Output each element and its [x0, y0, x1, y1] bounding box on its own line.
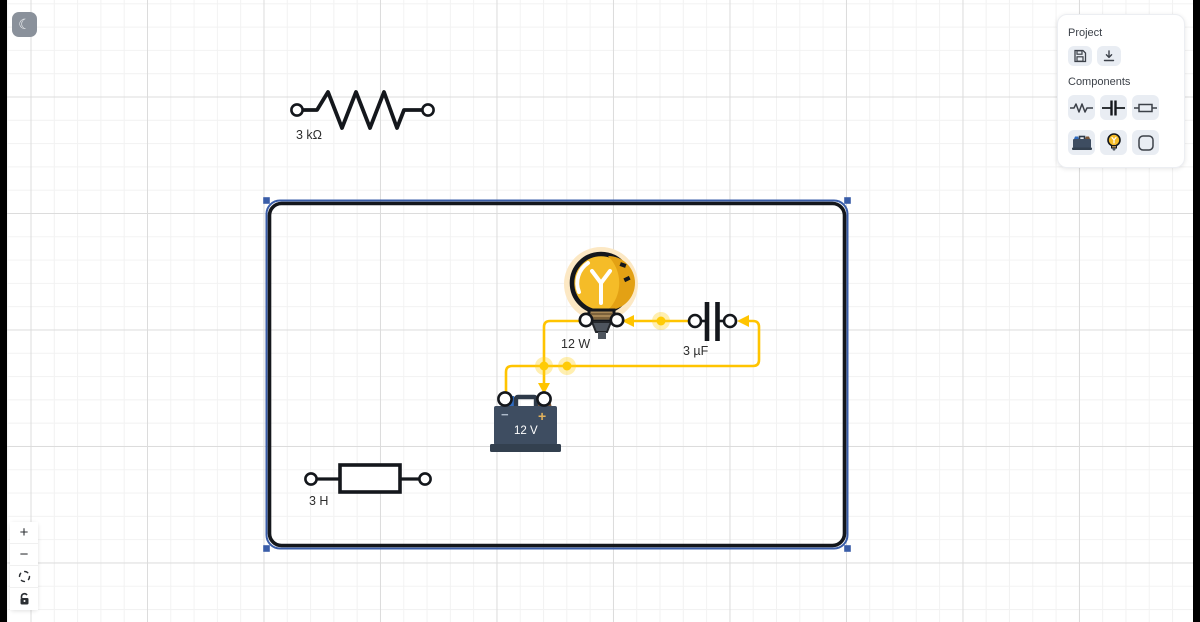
components-section-label: Components	[1068, 76, 1131, 88]
resistor-terminal-left[interactable]	[290, 103, 304, 117]
dark-mode-toggle[interactable]: ☾	[12, 12, 37, 37]
particle	[656, 316, 666, 326]
bulb-shade	[608, 256, 635, 310]
add-battery-button[interactable]	[1068, 130, 1095, 155]
bulb-base-tip	[598, 332, 606, 339]
inductor-terminal-right[interactable]	[418, 472, 432, 486]
right-edge-bar	[1193, 0, 1200, 622]
battery-terminal-positive[interactable]	[536, 391, 552, 407]
bulb-filament	[590, 269, 612, 305]
resistor-label: 3 kΩ	[296, 128, 322, 142]
component-bulb[interactable]: 12 W	[561, 247, 638, 351]
tools-panel: Project Components	[1057, 14, 1185, 168]
current-arrows	[538, 315, 749, 394]
wires[interactable]	[504, 319, 761, 395]
battery-body	[494, 406, 557, 445]
rounded-square-icon	[1137, 134, 1154, 151]
capacitor-label: 3 µF	[683, 344, 709, 358]
bulb-terminal-right[interactable]	[609, 312, 625, 328]
arrow-left-into-capacitor-icon	[737, 315, 749, 327]
inductor-terminal-left[interactable]	[304, 472, 318, 486]
bulb-label: 12 W	[561, 337, 590, 351]
selection-handle-top-right[interactable]	[844, 197, 851, 204]
arrow-left-into-bulb-icon	[622, 315, 634, 327]
component-inductor[interactable]: 3 H	[304, 463, 432, 508]
capacitor-icon	[1102, 100, 1125, 115]
add-shape-button[interactable]	[1132, 130, 1159, 155]
resistor-terminal-right[interactable]	[421, 103, 435, 117]
add-resistor-button[interactable]	[1068, 95, 1095, 120]
selected-rectangle[interactable]	[263, 197, 851, 552]
bulb-highlight	[575, 261, 590, 294]
bulb-speck	[623, 275, 631, 283]
save-button[interactable]	[1068, 46, 1092, 66]
component-buttons-row-2	[1068, 130, 1174, 155]
component-battery[interactable]: − + 12 V	[490, 391, 561, 452]
project-buttons	[1068, 46, 1174, 66]
lock-icon	[20, 592, 28, 605]
download-button[interactable]	[1097, 46, 1121, 66]
particle	[562, 361, 572, 371]
wire-battery-to-capacitor[interactable]	[504, 319, 761, 395]
current-particles	[535, 312, 670, 375]
selection-handle-bottom-right[interactable]	[844, 545, 851, 552]
resistor-zigzag	[300, 90, 425, 130]
bulb-base	[590, 321, 613, 333]
battery-minus-sign: −	[501, 407, 509, 422]
component-buttons-row-1	[1068, 95, 1174, 120]
download-icon	[1103, 50, 1115, 62]
battery-plus-sign: +	[538, 408, 546, 424]
add-capacitor-button[interactable]	[1100, 95, 1127, 120]
battery-tray	[490, 444, 561, 452]
inductor-label: 3 H	[309, 494, 328, 508]
zoom-in-button[interactable]: +	[10, 522, 38, 544]
left-edge-bar	[0, 0, 7, 622]
battery-label: 12 V	[514, 425, 538, 437]
battery-terminal-negative[interactable]	[497, 391, 513, 407]
bulb-speck	[619, 262, 627, 268]
lock-button[interactable]	[10, 588, 38, 610]
project-section-label: Project	[1068, 27, 1103, 39]
bulb-terminal-left[interactable]	[578, 312, 594, 328]
capacitor-terminal-left[interactable]	[687, 313, 703, 329]
add-inductor-button[interactable]	[1132, 95, 1159, 120]
lightbulb-icon	[1106, 132, 1121, 150]
canvas-controls: + −	[10, 522, 38, 610]
battery-icon	[1071, 135, 1092, 150]
particle	[539, 361, 549, 371]
fit-view-button[interactable]	[10, 566, 38, 588]
component-capacitor[interactable]: 3 µF	[683, 302, 738, 358]
moon-icon: ☾	[18, 16, 31, 32]
resistor-zigzag-icon	[1070, 102, 1093, 113]
capacitor-terminal-right[interactable]	[722, 313, 738, 329]
component-resistor[interactable]: 3 kΩ	[290, 90, 435, 142]
wire-bulb-to-battery[interactable]	[542, 319, 588, 386]
floppy-disk-icon	[1074, 49, 1087, 63]
selection-handle-top-left[interactable]	[263, 197, 270, 204]
selection-handle-bottom-left[interactable]	[263, 545, 270, 552]
zoom-out-button[interactable]: −	[10, 544, 38, 566]
arrow-down-into-battery-icon	[538, 383, 550, 394]
fit-view-icon	[18, 570, 30, 583]
selection-outline	[265, 199, 849, 550]
add-bulb-button[interactable]	[1100, 130, 1127, 155]
inductor-body	[338, 463, 402, 494]
rectangle-border	[267, 201, 847, 548]
box-resistor-icon	[1134, 103, 1157, 112]
